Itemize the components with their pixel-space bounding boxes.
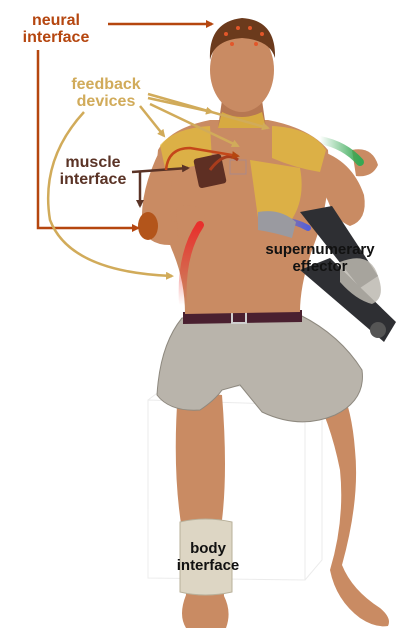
supernumerary-effector-label: supernumerary effector — [250, 241, 390, 275]
human-figure — [142, 18, 389, 628]
feedback-devices-label: feedback devices — [56, 76, 156, 110]
wristband — [138, 212, 158, 240]
muscle-interface-label: muscle interface — [52, 154, 134, 188]
neural-interface-label: neural interface — [4, 12, 108, 46]
body-interface-label: body interface — [166, 540, 250, 574]
shorts — [157, 315, 362, 422]
